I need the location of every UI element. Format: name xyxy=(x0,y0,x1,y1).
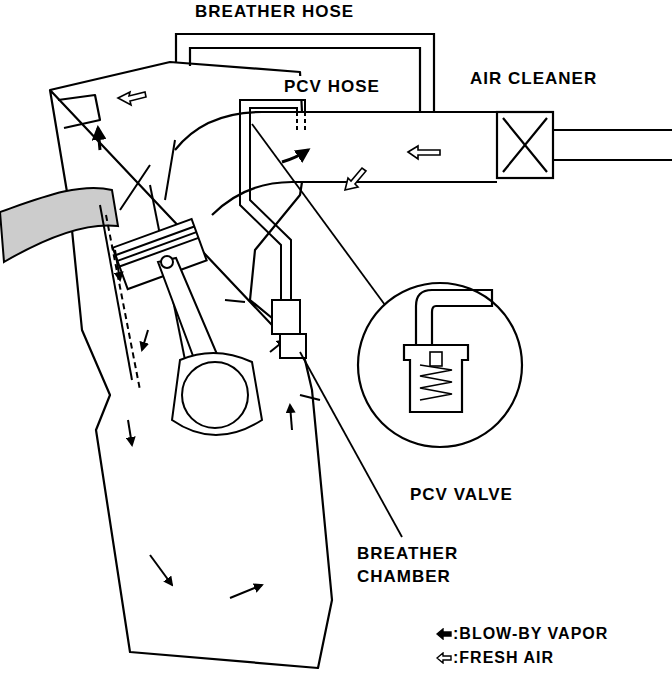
detail-callout-part xyxy=(420,365,452,400)
piston xyxy=(113,219,207,289)
crankshaft xyxy=(172,353,262,435)
blow-by-arrows-part xyxy=(98,128,100,150)
blow-by-arrows-part xyxy=(282,150,308,162)
crankcase-flow-part xyxy=(142,330,148,350)
air-cleaner-part xyxy=(553,130,672,160)
part-label: BREATHER HOSE xyxy=(193,1,356,24)
pcv-hose-part xyxy=(250,108,297,300)
piston-part xyxy=(115,227,198,267)
leader-line xyxy=(252,124,402,537)
part-label: AIR CLEANER xyxy=(468,68,599,91)
legend-entry: :BLOW-BY VAPOR xyxy=(436,622,608,646)
legend-text: :BLOW-BY VAPOR xyxy=(453,622,608,646)
engine-block xyxy=(50,62,332,668)
detail-callout-part xyxy=(404,345,468,412)
detail-callout-part xyxy=(358,283,522,447)
detail-callout-part xyxy=(430,352,442,366)
legend-sample xyxy=(436,652,452,664)
cylinder-walls-part xyxy=(120,140,175,210)
fresh-air-arrows-part xyxy=(118,92,146,105)
leader-line-part xyxy=(252,124,385,305)
fresh-air-arrows-part xyxy=(408,146,440,159)
part-label: PCV VALVE xyxy=(408,484,515,507)
intake-port xyxy=(0,188,118,262)
crankcase-flow xyxy=(115,250,292,598)
pcv-hose xyxy=(240,100,305,300)
intake-duct xyxy=(175,112,497,215)
fresh-air-arrows xyxy=(118,92,440,190)
pcv-hose-part xyxy=(240,100,305,300)
air-cleaner xyxy=(497,112,672,178)
legend: :BLOW-BY VAPOR:FRESH AIR xyxy=(436,622,608,670)
part-label: BREATHER CHAMBER xyxy=(355,543,494,589)
part-label: PCV HOSE xyxy=(282,76,382,99)
crankshaft-part xyxy=(182,362,248,428)
crankcase-flow-part xyxy=(230,585,262,598)
intake-port-part xyxy=(0,188,118,262)
cylinder-walls-part xyxy=(100,205,132,380)
pcv-valve-mount-part xyxy=(272,300,300,334)
connecting-rod-part xyxy=(161,256,173,268)
intake-duct-part xyxy=(175,112,497,150)
pcv-valve-mount xyxy=(272,300,306,358)
legend-text: :FRESH AIR xyxy=(453,646,554,670)
legend-entry: :FRESH AIR xyxy=(436,646,608,670)
air-cleaner-part xyxy=(497,112,553,178)
air-cleaner-part xyxy=(503,118,547,172)
crankcase-flow-part xyxy=(128,420,132,445)
hollow-arrow xyxy=(437,653,451,663)
piston-part xyxy=(113,219,207,289)
crankshaft-part xyxy=(172,353,262,435)
detail-callout-part xyxy=(416,290,492,345)
detail-callout xyxy=(358,283,522,447)
crankcase-flow-part xyxy=(150,555,172,585)
filled-arrow xyxy=(437,629,451,639)
engine-block-part xyxy=(50,62,332,668)
pcv-hose-part xyxy=(297,112,305,130)
fresh-air-arrows-part xyxy=(345,168,366,190)
crankcase-flow-part xyxy=(290,405,292,430)
leader-line-part xyxy=(300,352,402,537)
legend-sample xyxy=(436,628,452,640)
engine-block-part xyxy=(58,95,100,128)
crankcase-flow-part xyxy=(115,250,120,280)
